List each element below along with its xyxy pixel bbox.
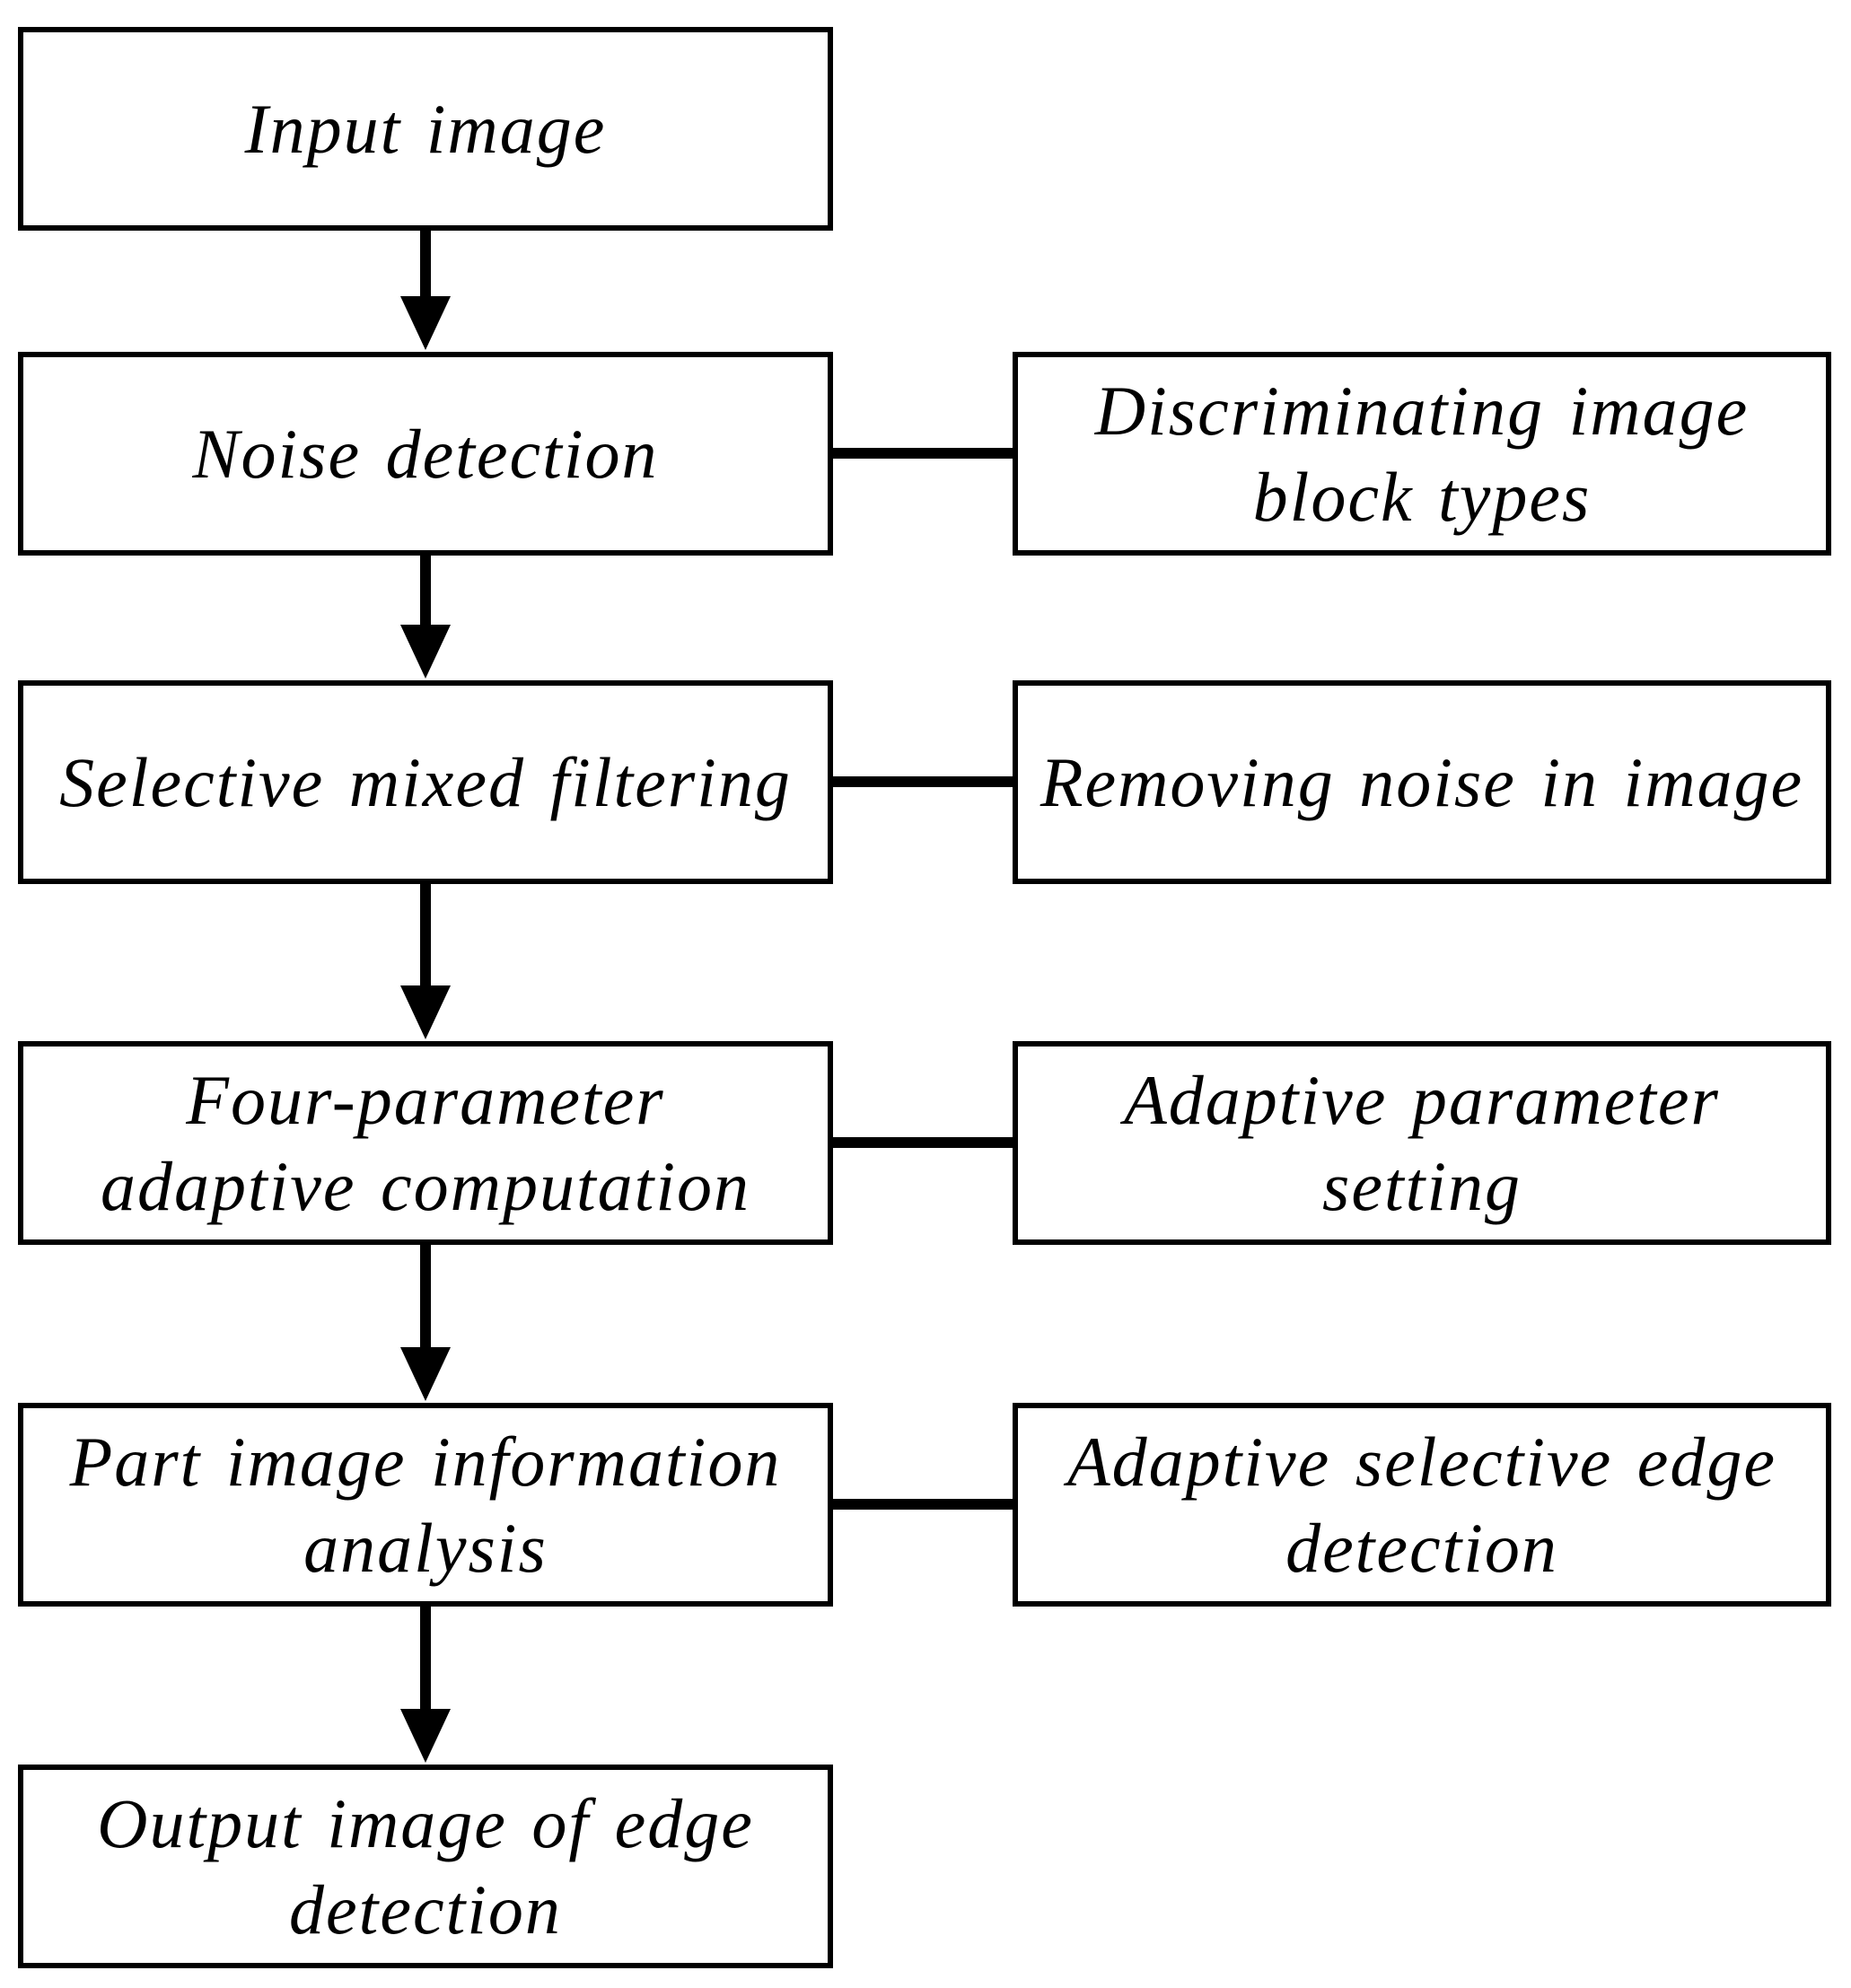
note-adaptive-edge-detection-label: Adaptive selective edge detection (1067, 1422, 1776, 1587)
step-output-image-label: Output image of edge detection (97, 1783, 754, 1949)
step-noise-detection: Noise detection (18, 352, 833, 556)
note-removing-noise: Removing noise in image (1013, 680, 1831, 884)
step-noise-detection-label: Noise detection (192, 414, 659, 493)
note-adaptive-edge-detection: Adaptive selective edge detection (1013, 1403, 1831, 1607)
note-removing-noise-label: Removing noise in image (1040, 742, 1804, 821)
arrow-analysis-to-output (400, 1607, 451, 1763)
note-discriminating-block-types-label: Discriminating image block types (1094, 371, 1750, 536)
note-adaptive-parameter-setting-label: Adaptive parameter setting (1124, 1060, 1720, 1225)
arrow-computation-to-analysis (400, 1245, 451, 1401)
step-input-image-label: Input image (244, 89, 607, 168)
step-part-image-analysis: Part image information analysis (18, 1403, 833, 1607)
step-input-image: Input image (18, 27, 833, 231)
arrow-noise-to-filtering (400, 556, 451, 679)
note-adaptive-parameter-setting: Adaptive parameter setting (1013, 1041, 1831, 1245)
arrow-input-to-noise (400, 231, 451, 350)
step-output-image: Output image of edge detection (18, 1765, 833, 1968)
step-four-parameter-computation-label: Four-parameter adaptive computation (100, 1060, 751, 1225)
arrow-filtering-to-computation (400, 884, 451, 1039)
note-discriminating-block-types: Discriminating image block types (1013, 352, 1831, 556)
step-selective-mixed-filtering-label: Selective mixed filtering (59, 742, 792, 821)
step-selective-mixed-filtering: Selective mixed filtering (18, 680, 833, 884)
step-four-parameter-computation: Four-parameter adaptive computation (18, 1041, 833, 1245)
step-part-image-analysis-label: Part image information analysis (69, 1422, 782, 1587)
